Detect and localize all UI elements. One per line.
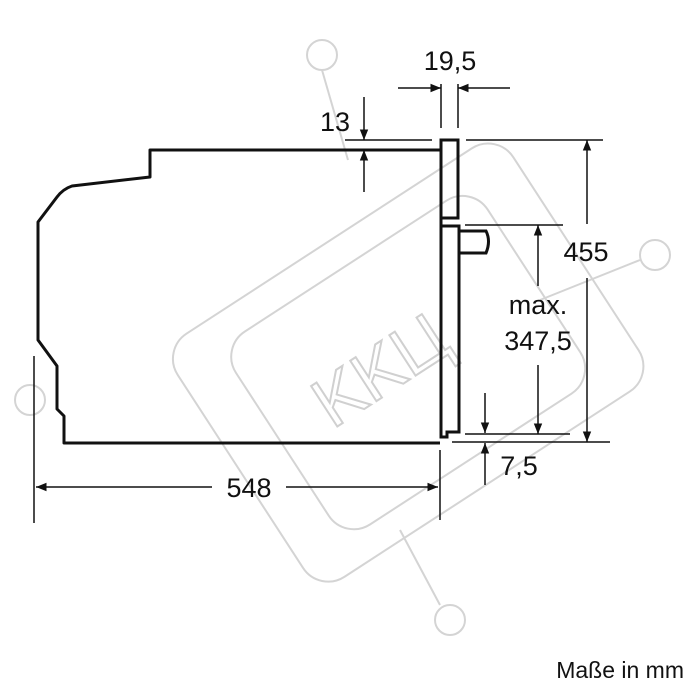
door — [439, 218, 461, 439]
dimension-label: 7,5 — [500, 451, 538, 481]
dimension-label: 455 — [563, 237, 608, 267]
dimension-label: 13 — [320, 107, 350, 137]
dimension-19-5: 19,5 — [398, 46, 510, 128]
dimension-548: 548 — [33, 356, 441, 523]
dimension-7-5: 7,5 — [480, 393, 538, 485]
dimension-label: max. — [509, 290, 568, 320]
units-note: Maße in mm — [556, 657, 684, 683]
dimension-label: 19,5 — [424, 46, 477, 76]
dimension-13: 13 — [320, 97, 432, 192]
watermark-text: KKЦ — [298, 298, 462, 442]
control-panel — [439, 138, 460, 220]
door-handle — [459, 229, 490, 255]
dimension-455: 455 — [452, 139, 610, 443]
dimension-label: 347,5 — [504, 326, 572, 356]
dimension-label: 548 — [226, 473, 271, 503]
oven-body-outline — [36, 148, 440, 445]
dimension-max-347-5: max. 347,5 — [465, 224, 572, 435]
